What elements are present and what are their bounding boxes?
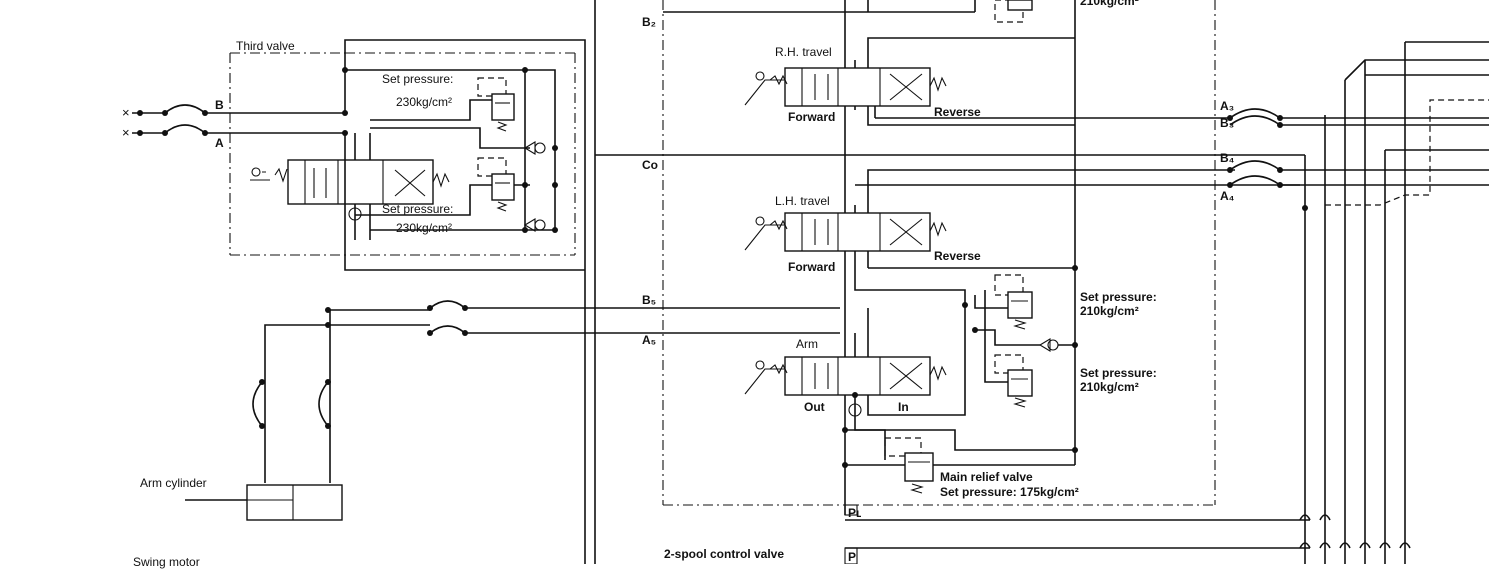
arm-cylinder-lines <box>252 300 466 483</box>
right-bus-crossings <box>1299 514 1411 549</box>
main-relief-valve <box>884 437 934 494</box>
right-hoses <box>1229 108 1281 186</box>
arm-cylinder-label: Arm cylinder <box>140 476 207 490</box>
third-valve-label: Third valve <box>236 39 295 53</box>
relief-valve-lower <box>994 354 1033 408</box>
svg-text:×: × <box>122 125 130 140</box>
lh-reverse-label: Reverse <box>934 249 981 263</box>
port-p-label: P <box>848 550 857 564</box>
port-a4-label: A₄ <box>1220 189 1235 203</box>
set-pressure-2-label: Set pressure: <box>382 202 454 216</box>
set-pressure-2-value: 230kg/cm² <box>396 221 453 235</box>
port-co-label: Co <box>642 158 658 172</box>
two-spool-valve-label: 2-spool control valve <box>664 547 785 561</box>
relief-valve-upper <box>994 274 1033 330</box>
port-a-label: A <box>215 136 224 150</box>
set-pressure-1-label: Set pressure: <box>382 72 454 86</box>
third-valve-check-upper <box>523 141 546 155</box>
check-valve-right <box>1038 338 1059 352</box>
port-a-line: × <box>122 124 345 140</box>
top-pressure-value: 210kg/cm² <box>1080 0 1139 8</box>
port-a5-label: A₅ <box>642 333 657 347</box>
port-b3-label: B₃ <box>1220 116 1235 130</box>
port-a3-label: A₃ <box>1220 99 1235 113</box>
rh-forward-label: Forward <box>788 110 836 124</box>
arm-spool <box>744 356 947 396</box>
main-relief-label: Main relief valve <box>940 470 1033 484</box>
set-pressure-3-label: Set pressure: <box>1080 290 1157 304</box>
port-b-label: B <box>215 98 224 112</box>
rh-travel-label: R.H. travel <box>775 45 832 59</box>
lh-travel-label: L.H. travel <box>775 194 830 208</box>
arm-in-label: In <box>898 400 909 414</box>
third-valve-spool <box>250 159 450 205</box>
third-valve-relief-lower <box>477 157 515 212</box>
port-b5-label: B₅ <box>642 293 657 307</box>
third-valve-relief-upper <box>477 77 515 132</box>
arm-out-label: Out <box>804 400 825 414</box>
set-pressure-4-label: Set pressure: <box>1080 366 1157 380</box>
rh-reverse-label: Reverse <box>934 105 981 119</box>
port-b-line: × <box>122 104 345 120</box>
main-relief-pressure: Set pressure: 175kg/cm² <box>940 485 1079 499</box>
lh-forward-label: Forward <box>788 260 836 274</box>
port-b2-label: B₂ <box>642 15 656 29</box>
swing-motor-label: Swing motor <box>133 555 200 569</box>
arm-label: Arm <box>796 337 818 351</box>
set-pressure-4-value: 210kg/cm² <box>1080 380 1139 394</box>
third-valve-check-lower <box>523 218 546 232</box>
lh-travel-spool <box>744 212 947 252</box>
set-pressure-3-value: 210kg/cm² <box>1080 304 1139 318</box>
third-valve-check-spool <box>348 207 362 221</box>
set-pressure-1-value: 230kg/cm² <box>396 95 453 109</box>
arm-check-valve <box>848 403 862 417</box>
port-b4-label: B₄ <box>1220 151 1235 165</box>
rh-travel-spool <box>744 67 947 107</box>
top-relief-pilot <box>994 0 1024 23</box>
svg-text:×: × <box>122 105 130 120</box>
port-pl-label: Pʟ <box>848 506 862 520</box>
arm-cylinder <box>185 484 343 521</box>
